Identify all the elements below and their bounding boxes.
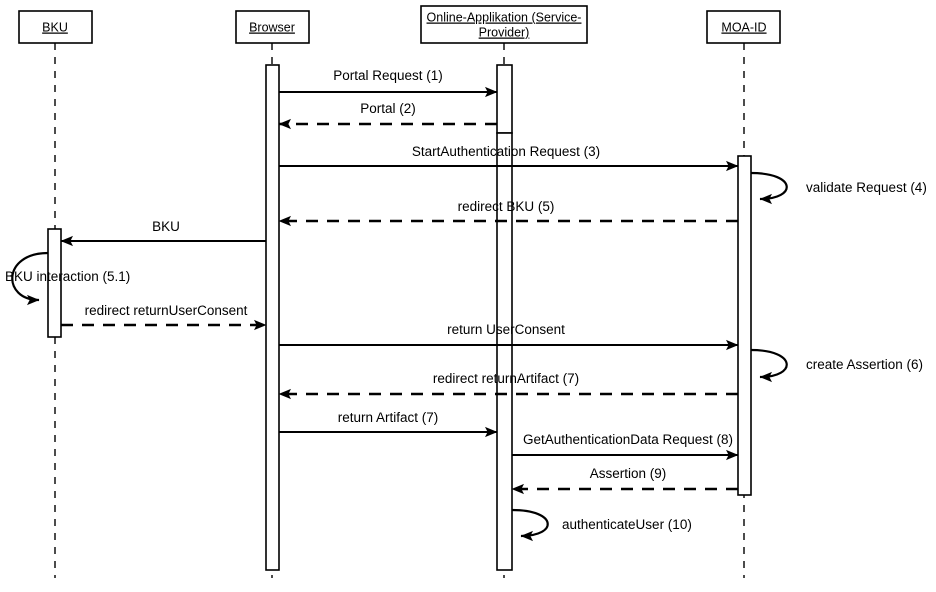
message-label-m8: redirect returnUserConsent	[85, 303, 248, 318]
messages-layer: Portal Request (1) Portal (2) StartAuthent…	[5, 68, 927, 542]
message-label-m5: redirect BKU (5)	[458, 199, 555, 214]
activation-bar-browser[interactable]	[265, 64, 280, 571]
message-label-m11: redirect returnArtifact (7)	[433, 371, 579, 386]
message-m7[interactable]: BKU interaction (5.1)	[5, 251, 130, 306]
message-m15[interactable]: authenticateUser (10)	[511, 508, 692, 542]
activations-layer	[47, 64, 752, 571]
message-m9[interactable]: return UserConsent	[279, 322, 739, 351]
message-label-m6: BKU	[152, 219, 180, 234]
message-label-m10: create Assertion (6)	[806, 357, 923, 372]
participant-label-bku: BKU	[42, 21, 68, 35]
message-label-m2: Portal (2)	[360, 101, 416, 116]
message-m3[interactable]: StartAuthentication Request (3)	[279, 144, 739, 172]
self-message-arrow-m15	[511, 508, 549, 542]
message-m8[interactable]: redirect returnUserConsent	[61, 303, 267, 331]
message-m11[interactable]: redirect returnArtifact (7)	[278, 371, 738, 400]
message-m6[interactable]: BKU	[60, 219, 266, 247]
participant-label-oa: Provider)	[479, 26, 530, 40]
self-message-arrow-m7	[11, 251, 49, 306]
self-message-arrow-m10	[750, 348, 788, 383]
message-m4[interactable]: validate Request (4)	[750, 171, 927, 205]
participant-box-bku[interactable]	[18, 10, 93, 44]
self-message-arrow-m4	[750, 171, 788, 205]
participant-label-oa: Online-Applikation (Service-	[427, 11, 582, 25]
message-label-m15: authenticateUser (10)	[562, 517, 692, 532]
message-m2[interactable]: Portal (2)	[278, 101, 497, 130]
activation-bar-oa[interactable]	[496, 64, 513, 134]
participant-label-browser: Browser	[249, 21, 295, 35]
message-m5[interactable]: redirect BKU (5)	[278, 199, 738, 227]
message-label-m13: GetAuthenticationData Request (8)	[523, 432, 733, 447]
message-m12[interactable]: return Artifact (7)	[279, 410, 498, 438]
message-label-m9: return UserConsent	[447, 322, 565, 337]
message-m10[interactable]: create Assertion (6)	[750, 348, 923, 383]
message-m1[interactable]: Portal Request (1)	[279, 68, 498, 98]
participant-label-moaid: MOA-ID	[721, 21, 766, 35]
message-m13[interactable]: GetAuthenticationData Request (8)	[512, 432, 739, 461]
message-label-m4: validate Request (4)	[806, 180, 927, 195]
participant-box-browser[interactable]	[235, 10, 310, 44]
message-label-m7: BKU interaction (5.1)	[5, 269, 130, 284]
activation-bar-moaid[interactable]	[737, 155, 752, 496]
participant-box-oa[interactable]	[420, 5, 588, 44]
message-label-m3: StartAuthentication Request (3)	[412, 144, 600, 159]
activation-bar-bku[interactable]	[47, 228, 62, 338]
message-label-m14: Assertion (9)	[590, 466, 667, 481]
message-label-m1: Portal Request (1)	[333, 68, 443, 83]
participant-box-moaid[interactable]	[706, 10, 781, 44]
message-m14[interactable]: Assertion (9)	[511, 466, 738, 495]
activation-bar-oa[interactable]	[496, 132, 513, 571]
message-label-m12: return Artifact (7)	[338, 410, 439, 425]
